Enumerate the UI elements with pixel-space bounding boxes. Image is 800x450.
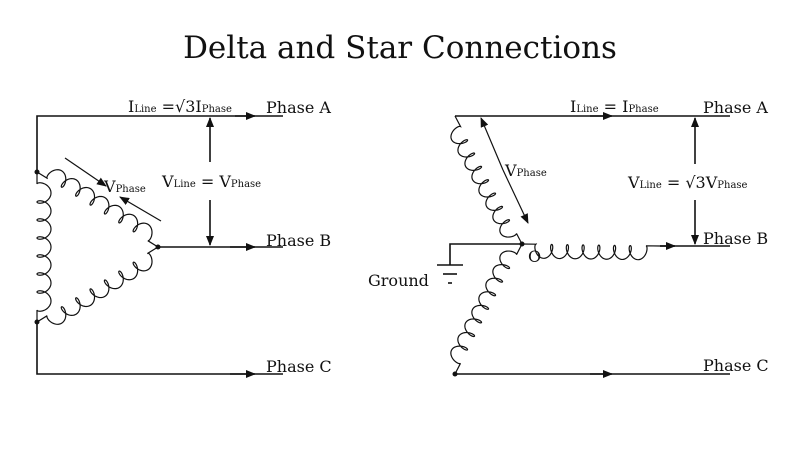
- delta-phase-voltage: VPhase: [103, 177, 146, 196]
- phase-c-wire: [36, 322, 283, 375]
- coil-winding: [36, 172, 52, 322]
- neutral-node: [519, 241, 525, 247]
- node: [34, 319, 40, 325]
- ground-label: Ground: [368, 271, 429, 290]
- delta-phase-a-label: Phase A: [266, 98, 331, 117]
- star-current-relation: ILine = IPhase: [570, 97, 659, 116]
- phase-voltage-arrow-2: [119, 196, 162, 222]
- node: [155, 244, 161, 250]
- ground-wire: [449, 243, 522, 265]
- node: [34, 169, 40, 175]
- coil-winding: [450, 115, 523, 245]
- phase-a-wire: [36, 115, 283, 172]
- star-connection: ILine = IPhase VLine = √3VPhase VPhase O…: [368, 97, 769, 378]
- coil-winding: [36, 246, 159, 325]
- star-voltage-relation: VLine = √3VPhase: [627, 173, 748, 192]
- delta-current-relation: ILine =√3IPhase: [128, 97, 232, 116]
- star-phase-voltage: VPhase: [504, 161, 547, 180]
- phase-voltage-arrow-1: [64, 157, 107, 187]
- coil-winding: [521, 243, 661, 261]
- delta-phase-b-label: Phase B: [266, 231, 331, 250]
- delta-phase-c-label: Phase C: [266, 357, 332, 376]
- coil-winding: [36, 169, 159, 248]
- star-phase-c-label: Phase C: [703, 356, 769, 375]
- diagram-title: Delta and Star Connections: [183, 30, 617, 66]
- star-windings: [450, 115, 661, 375]
- phase-voltage-arrow-1: [480, 117, 504, 171]
- neutral-label: O: [528, 247, 541, 266]
- star-phase-a-label: Phase A: [703, 98, 768, 117]
- coil-winding: [450, 243, 523, 375]
- delta-voltage-relation: VLine = VPhase: [161, 172, 261, 191]
- star-phase-b-label: Phase B: [703, 229, 768, 248]
- phase-voltage-arrow-2: [502, 169, 529, 224]
- delta-connection: ILine =√3IPhase VLine = VPhase VPhase Ph…: [34, 97, 332, 378]
- delta-windings: [36, 169, 159, 325]
- node: [452, 371, 458, 377]
- ground-icon: [437, 264, 463, 284]
